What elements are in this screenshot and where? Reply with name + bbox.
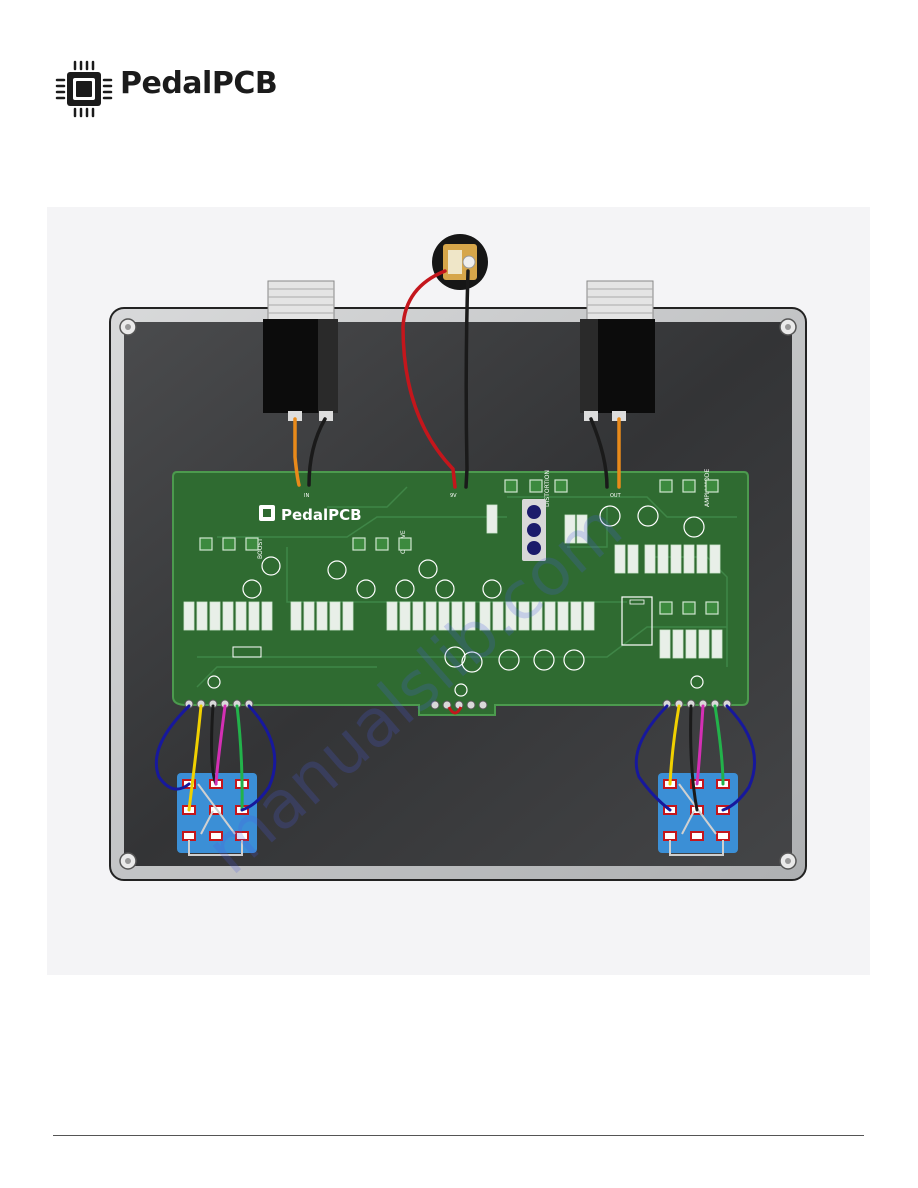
- label-distortion: DISTORTION: [544, 470, 551, 507]
- wires-footswitch-right: [634, 704, 757, 812]
- resistor-row: [183, 504, 723, 659]
- chip-icon: [55, 60, 113, 118]
- led-wire: [447, 706, 463, 715]
- output-jack: [580, 280, 655, 421]
- pad-label-out: OUT: [610, 493, 622, 499]
- footer-rule: [53, 1135, 864, 1136]
- cap-c21: [232, 646, 262, 658]
- ic1: [621, 596, 653, 646]
- pad-label-9v: 9V: [450, 493, 457, 499]
- wires-footswitch-left: [154, 704, 277, 812]
- label-boost: BOOST: [257, 538, 264, 559]
- pot-pads: [199, 479, 719, 615]
- input-jack: [263, 280, 338, 421]
- pcb-logo-text: PedalPCB: [281, 506, 362, 524]
- pedalpcb-logo: PedalPCB: [53, 58, 293, 120]
- dc-power-jack: [432, 234, 488, 290]
- pad-label-in: IN: [304, 493, 309, 499]
- wires-top: [293, 269, 621, 489]
- pcb-logo: PedalPCB: [259, 505, 362, 524]
- wiring-diagram: PedalPCB BOOST OCTAVE DISTORTION AMPLI M…: [109, 234, 807, 889]
- brand-name: PedalPCB: [120, 66, 278, 101]
- component-outlines: [207, 505, 705, 697]
- pcb-board: [172, 471, 749, 716]
